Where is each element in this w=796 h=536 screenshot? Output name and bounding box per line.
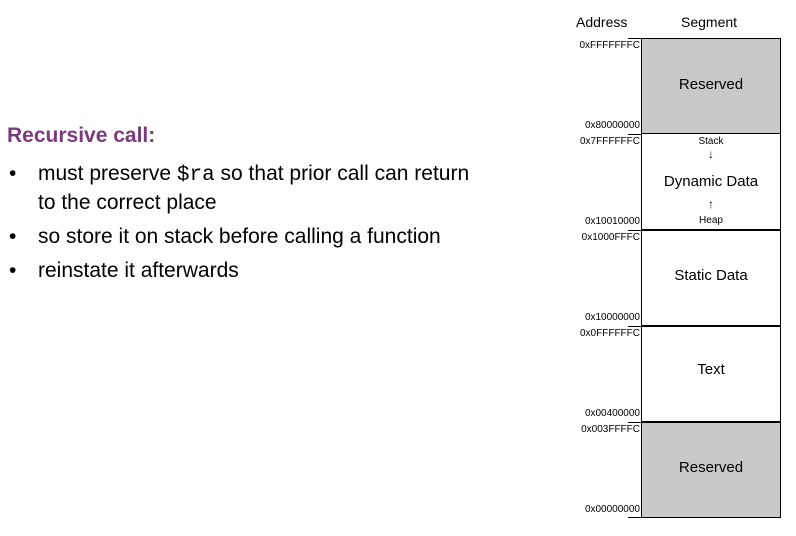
address-label: 0xFFFFFFFC [579,40,640,51]
address-tick [628,326,641,327]
address-label: 0x00400000 [584,408,640,419]
address-label: 0x7FFFFFFC [580,136,640,147]
address-label: 0x00000000 [584,504,640,515]
segment-reserved-low: Reserved [641,422,781,518]
bullet-marker: • [9,162,17,185]
address-label: 0x003FFFFC [581,424,640,435]
heap-note: Heap [699,215,723,226]
address-tick [628,38,641,39]
bullet-text: must preserve $ra so that prior call can… [38,160,469,190]
address-tick [628,517,641,518]
address-label: 0x80000000 [584,120,640,131]
segment-static-data: Static Data [641,230,781,326]
segment-column-header: Segment [681,14,738,30]
address-column-header: Address [576,14,628,30]
stack-note: Stack [698,136,724,147]
address-label: 0x1000FFFC [581,232,640,243]
bullet-text-line2: to the correct place [38,191,217,214]
segment-label: Text [697,361,725,378]
segment-label: Reserved [678,76,744,93]
address-label: 0x10010000 [584,216,640,227]
segment-label: Reserved [678,459,744,476]
segment-label: Dynamic Data [663,173,759,190]
arrow-down-icon: ↓ [708,147,714,161]
address-label: 0x10000000 [584,312,640,323]
slide-heading: Recursive call: [7,124,156,147]
bullet-text: reinstate it afterwards [38,259,239,282]
bullet-text-post: so that prior call can return [214,162,470,185]
segment-reserved-high: Reserved [641,38,781,134]
address-tick [628,134,641,135]
address-label: 0x0FFFFFFC [580,328,640,339]
bullet-text: so store it on stack before calling a fu… [38,225,441,248]
segment-text: Text [641,326,781,422]
bullet-text-pre: must preserve [38,162,177,185]
arrow-up-icon: ↑ [708,197,714,211]
segment-label: Static Data [674,267,748,284]
segment-dynamic-data: Stack ↓ Dynamic Data ↑ Heap [641,134,781,230]
bullet-marker: • [9,259,17,282]
address-tick [628,422,641,423]
bullet-marker: • [9,225,17,248]
address-tick [628,230,641,231]
register-code: $ra [176,164,215,187]
